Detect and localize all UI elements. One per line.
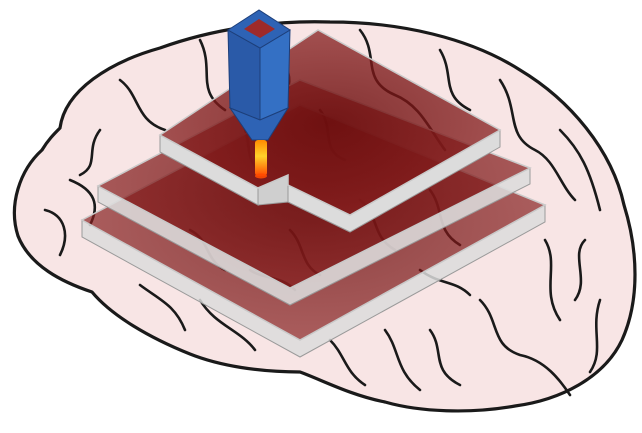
probe-emission — [255, 140, 267, 176]
glow-icon — [255, 140, 267, 179]
